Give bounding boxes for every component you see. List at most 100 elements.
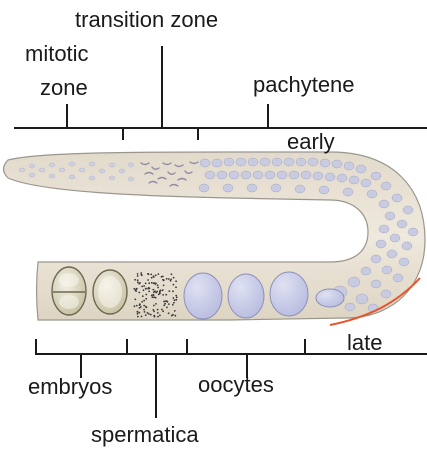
sperm-dot: [135, 289, 137, 291]
early-label: early: [287, 131, 335, 153]
oocytes-label: oocytes: [198, 374, 274, 396]
oocyte: [228, 274, 264, 318]
sperm-dot: [168, 278, 170, 280]
sperm-dot: [170, 280, 172, 282]
sperm-dot: [155, 274, 157, 276]
sperm-dot: [165, 294, 167, 296]
sperm-dot: [163, 305, 165, 307]
sperm-dot: [150, 314, 152, 316]
sperm-dot: [153, 275, 155, 277]
sperm-dot: [166, 278, 168, 280]
sperm-dot: [148, 282, 150, 284]
embryos-label: embryos: [28, 376, 112, 398]
sperm-dot: [161, 276, 163, 278]
transition-zone-label: transition zone: [75, 9, 218, 31]
sperm-dot: [171, 273, 173, 275]
sperm-dot: [139, 282, 141, 284]
sperm-dot: [134, 299, 136, 301]
late-label: late: [347, 332, 382, 354]
sperm-dot: [166, 307, 168, 309]
sperm-dot: [159, 293, 161, 295]
oocyte: [316, 289, 344, 307]
sperm-dot: [175, 299, 177, 301]
sperm-dot: [145, 298, 147, 300]
sperm-dot: [154, 316, 156, 318]
sperm-dot: [174, 315, 176, 317]
oocyte: [270, 272, 308, 316]
sperm-dot: [175, 295, 177, 297]
sperm-dot: [141, 316, 143, 318]
sperm-dot: [152, 289, 154, 291]
sperm-dot: [173, 284, 175, 286]
sperm-dot: [138, 292, 140, 294]
sperm-dot: [143, 300, 145, 302]
oocyte: [184, 273, 222, 319]
sperm-dot: [153, 305, 155, 307]
sperm-dot: [143, 289, 145, 291]
sperm-dot: [150, 274, 152, 276]
sperm-dot: [137, 275, 139, 277]
sperm-dot: [165, 300, 167, 302]
sperm-dot: [152, 294, 154, 296]
sperm-dot: [134, 279, 136, 281]
sperm-dot: [172, 314, 174, 316]
sperm-dot: [138, 312, 140, 314]
sperm-dot: [176, 297, 178, 299]
sperm-dot: [144, 311, 146, 313]
sperm-dot: [137, 316, 139, 318]
sperm-dot: [147, 279, 149, 281]
sperm-dot: [145, 294, 147, 296]
sperm-dot: [172, 304, 174, 306]
sperm-dot: [175, 286, 177, 288]
sperm-dot: [148, 291, 150, 293]
sperm-dot: [154, 283, 156, 285]
sperm-dot: [152, 296, 154, 298]
sperm-dot: [160, 290, 162, 292]
pachytene-label: pachytene: [253, 74, 355, 96]
sperm-dot: [143, 285, 145, 287]
sperm-dot: [174, 310, 176, 312]
sperm-dot: [174, 299, 176, 301]
sperm-dot: [142, 295, 144, 297]
sperm-dot: [148, 287, 150, 289]
sperm-dot: [141, 286, 143, 288]
sperm-dot: [145, 306, 147, 308]
sperm-dot: [151, 295, 153, 297]
sperm-dot: [162, 310, 164, 312]
sperm-dot: [161, 309, 163, 311]
sperm-dot: [137, 273, 139, 275]
mitotic-zone-label-line2: zone: [40, 77, 88, 99]
mitotic-zone-label-line1: mitotic: [25, 43, 89, 65]
sperm-dot: [157, 287, 159, 289]
sperm-dot: [153, 311, 155, 313]
sperm-dot: [148, 313, 150, 315]
sperm-dot: [157, 309, 159, 311]
sperm-dot: [139, 303, 141, 305]
sperm-dot: [157, 316, 159, 318]
spermatheca-label: spermatica: [91, 424, 199, 446]
sperm-dot: [136, 305, 138, 307]
sperm-dot: [143, 309, 145, 311]
sperm-dot: [163, 280, 165, 282]
sperm-dot: [162, 294, 164, 296]
sperm-dot: [140, 272, 142, 274]
sperm-dot: [162, 289, 164, 291]
sperm-dot: [155, 303, 157, 305]
sperm-dot: [157, 312, 159, 314]
sperm-dot: [168, 312, 170, 314]
sperm-dot: [157, 284, 159, 286]
sperm-dot: [175, 280, 177, 282]
sperm-dot: [164, 303, 166, 305]
sperm-dot: [168, 290, 170, 292]
sperm-dot: [134, 305, 136, 307]
sperm-dot: [141, 301, 143, 303]
sperm-dot: [153, 296, 155, 298]
sperm-dot: [137, 313, 139, 315]
sperm-dot: [173, 302, 175, 304]
sperm-dot: [137, 279, 139, 281]
sperm-dot: [151, 277, 153, 279]
sperm-dot: [139, 307, 141, 309]
sperm-dot: [137, 311, 139, 313]
sperm-dot: [145, 314, 147, 316]
